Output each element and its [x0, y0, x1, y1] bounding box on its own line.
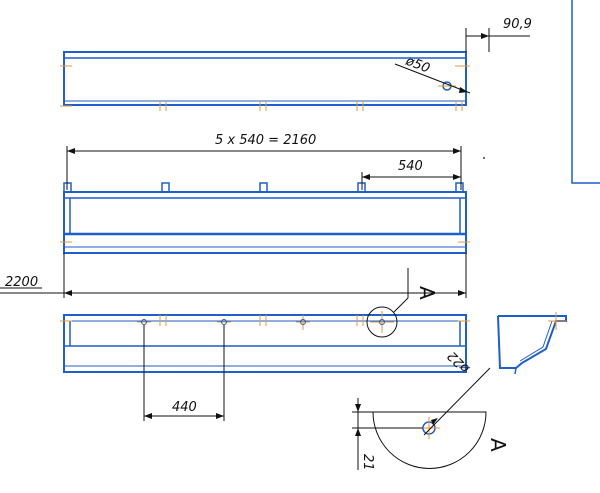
dim-overall-length-label: 2200 — [5, 275, 38, 290]
detail-a-callout-circle — [366, 306, 398, 338]
dim-top-offset: 90,9 — [465, 17, 532, 52]
title-block-frame — [571, 0, 600, 184]
dim-top-offset-label: 90,9 — [503, 17, 532, 32]
dim-hole-spacing: 440 — [143, 325, 225, 421]
top-view — [60, 51, 470, 111]
bottom-view — [60, 306, 470, 373]
side-section-view — [497, 312, 567, 375]
section-a-label: A — [415, 286, 439, 300]
dim-spacing-single: 540 — [361, 159, 461, 190]
dim-small-hole-offset-label: 21 — [360, 454, 375, 471]
front-view — [60, 182, 470, 254]
dim-spacing-single-label: 540 — [398, 159, 423, 174]
dim-hole-50: ø50 — [394, 53, 471, 94]
dim-spacing-total: 5 x 540 = 2160 — [66, 133, 462, 190]
detail-a-title: A — [486, 438, 510, 452]
dim-hole-spacing-label: 440 — [172, 400, 197, 415]
dim-overall-length: 2200 — [0, 253, 467, 298]
section-a-marker: A — [393, 268, 439, 313]
dim-spacing-total-label: 5 x 540 = 2160 — [215, 133, 316, 148]
